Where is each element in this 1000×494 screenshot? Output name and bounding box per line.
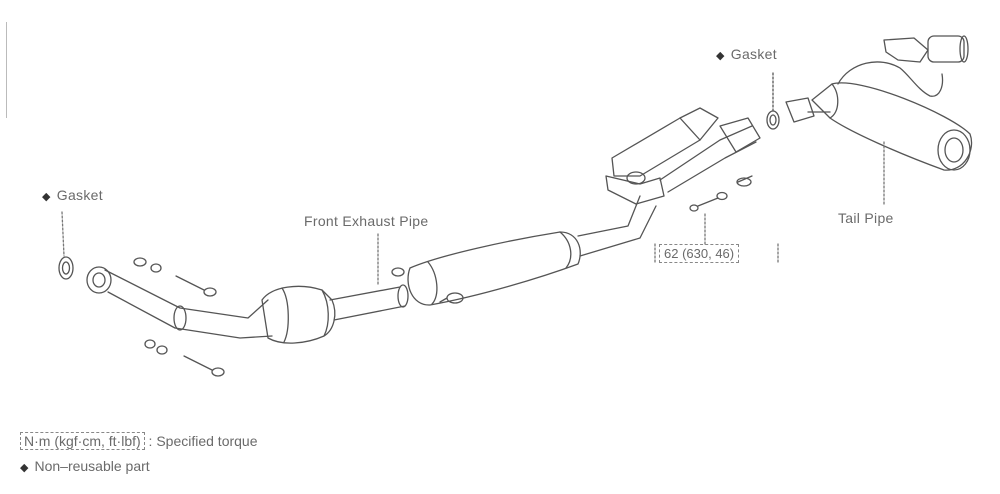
resonator: [611, 107, 719, 177]
rear-bolt-set: [689, 175, 753, 212]
label-gasket-top-text: Gasket: [730, 46, 777, 62]
black-diamond-icon: ◆: [42, 191, 51, 203]
top-gasket-part: [766, 71, 780, 130]
legend-torque-desc: : Specified torque: [148, 433, 258, 449]
leader-left-gasket: [61, 211, 65, 257]
tail-muffler: [811, 82, 973, 171]
front-flange: [86, 266, 112, 294]
torque-value-box: 62 (630, 46): [659, 244, 740, 263]
rear-pipe: [659, 125, 757, 193]
legend-non-reusable-text: Non–reusable part: [34, 458, 150, 474]
rear-flange: [719, 117, 761, 153]
tail-hanger: [837, 61, 944, 97]
black-diamond-icon: ◆: [20, 462, 29, 474]
front-bolt-set-upper: [133, 257, 217, 297]
black-diamond-icon: ◆: [716, 50, 725, 62]
upper-pipe: [577, 195, 657, 257]
label-gasket-left: ◆ Gasket: [42, 187, 103, 203]
label-front-exhaust-pipe: Front Exhaust Pipe: [304, 213, 429, 229]
legend-torque: N·m (kgf·cm, ft·lbf) : Specified torque: [20, 432, 258, 450]
front-bolt-set-lower: [144, 339, 225, 377]
center-muffler: [407, 231, 581, 306]
mid-pipe: [329, 286, 406, 321]
left-gasket-part: [58, 256, 74, 280]
front-pipe-segment: [104, 269, 273, 339]
label-tail-pipe: Tail Pipe: [838, 210, 894, 226]
label-gasket-top: ◆ Gasket: [716, 46, 777, 62]
legend-non-reusable: ◆ Non–reusable part: [20, 458, 150, 474]
catalytic-converter: [261, 285, 336, 344]
pipe-clamp: [173, 305, 187, 331]
label-gasket-left-text: Gasket: [56, 187, 103, 203]
page-edge-line: [6, 22, 7, 118]
legend-torque-unit: N·m (kgf·cm, ft·lbf): [20, 432, 145, 450]
